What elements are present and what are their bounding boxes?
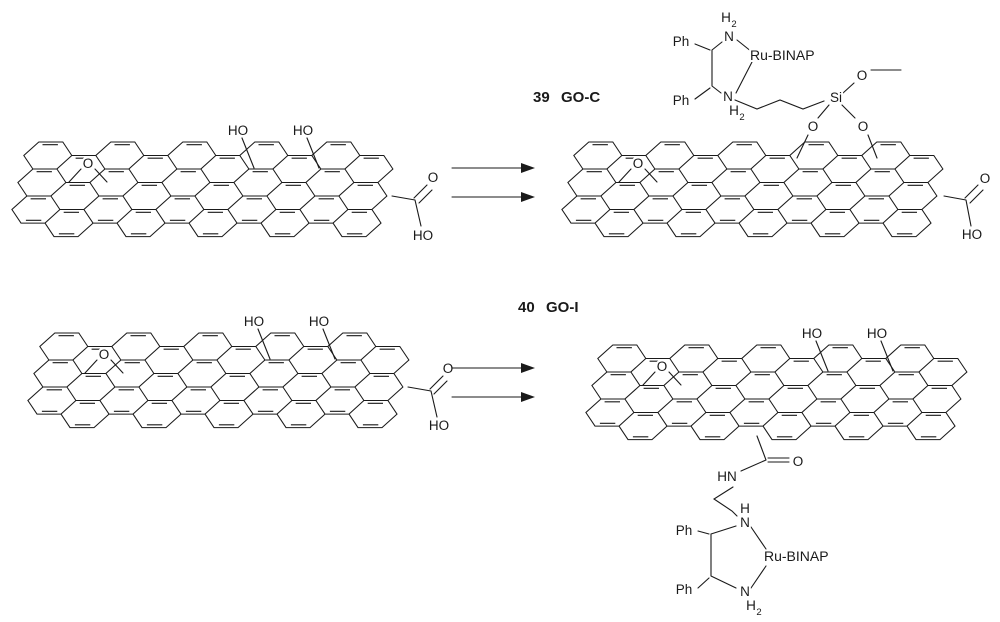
silicon-label: Si xyxy=(830,90,842,105)
reaction-arrow-top-1 xyxy=(451,163,535,173)
ru-binap-label: Ru-BINAP xyxy=(750,47,815,63)
carboxyl-ho-label: HO xyxy=(962,227,982,242)
methoxy-oxygen-label: O xyxy=(857,68,868,83)
propyl-linker-chain xyxy=(734,99,825,110)
amide-hn-label: HN xyxy=(717,469,737,484)
graphene-lattice xyxy=(11,141,394,238)
reaction-arrow-bottom-1 xyxy=(451,363,535,373)
hydroxyl-label: HO xyxy=(293,123,313,138)
scheme1-number: 39 xyxy=(533,89,550,106)
bridge-oxygen-label: O xyxy=(808,119,819,134)
catalyst2-bonds xyxy=(697,525,767,589)
scheme2-product-substituent-bonds xyxy=(642,340,894,386)
subscript-2: 2 xyxy=(731,19,736,30)
carbonyl-oxygen-label: O xyxy=(443,361,454,376)
scheme1-name: GO-C xyxy=(561,89,600,106)
amide-oxygen-label: O xyxy=(793,454,804,469)
scheme1-product-substituent-bonds xyxy=(618,168,984,227)
go-sheet-reactant-1 xyxy=(11,141,394,238)
arrowhead-icon xyxy=(521,163,535,173)
graphene-lattice xyxy=(585,344,968,441)
scheme2-reactant-substituent-bonds xyxy=(84,328,448,418)
phenyl-label: Ph xyxy=(676,523,693,538)
hydroxyl-label: HO xyxy=(228,123,248,138)
epoxide-oxygen-label: O xyxy=(99,347,110,362)
graphene-lattice xyxy=(561,141,944,238)
graphene-lattice xyxy=(27,332,410,429)
hydroxyl-label: HO xyxy=(309,314,329,329)
carbonyl-oxygen-label: O xyxy=(428,170,439,185)
epoxide-oxygen-label: O xyxy=(83,156,94,171)
amine-n-label: N xyxy=(740,584,750,599)
reaction-arrow-bottom-2 xyxy=(451,392,535,402)
propyl-linker-chain xyxy=(712,486,738,517)
hydroxyl-label: HO xyxy=(802,326,822,341)
bridge-oxygen-label: O xyxy=(858,119,869,134)
arrowhead-icon xyxy=(521,363,535,373)
subscript-2: 2 xyxy=(756,607,761,618)
epoxide-oxygen-label: O xyxy=(657,359,668,374)
amide-bonds xyxy=(740,435,790,472)
phenyl-label: Ph xyxy=(673,34,690,49)
amine-h-label: H xyxy=(746,598,756,613)
scheme1-reactant-substituent-bonds xyxy=(68,137,433,227)
arrowhead-icon xyxy=(521,192,535,202)
scheme2-name: GO-I xyxy=(546,299,579,316)
hydroxyl-label: HO xyxy=(244,314,264,329)
amine-n-label: N xyxy=(740,515,750,530)
catalyst1-bonds xyxy=(694,39,753,100)
carboxyl-ho-label: HO xyxy=(413,228,433,243)
silane-bonds xyxy=(796,69,902,159)
carbonyl-oxygen-label: O xyxy=(980,171,991,186)
scheme2-number: 40 xyxy=(518,299,535,316)
reaction-arrow-top-2 xyxy=(451,192,535,202)
carboxyl-ho-label: HO xyxy=(429,418,449,433)
go-sheet-product-1 xyxy=(561,141,944,238)
phenyl-label: Ph xyxy=(673,93,690,108)
go-sheet-reactant-2 xyxy=(27,332,410,429)
amine-h-label: H xyxy=(740,501,750,516)
epoxide-oxygen-label: O xyxy=(633,156,644,171)
amine-h-label: H xyxy=(729,103,739,118)
amine-h-label: H xyxy=(721,10,731,25)
go-sheet-product-2 xyxy=(585,344,968,441)
hydroxyl-label: HO xyxy=(867,326,887,341)
amine-n-label: N xyxy=(724,29,734,44)
subscript-2: 2 xyxy=(739,112,744,123)
amine-n-label: N xyxy=(723,89,733,104)
ru-binap-label: Ru-BINAP xyxy=(764,548,829,564)
phenyl-label: Ph xyxy=(676,582,693,597)
arrowhead-icon xyxy=(521,392,535,402)
